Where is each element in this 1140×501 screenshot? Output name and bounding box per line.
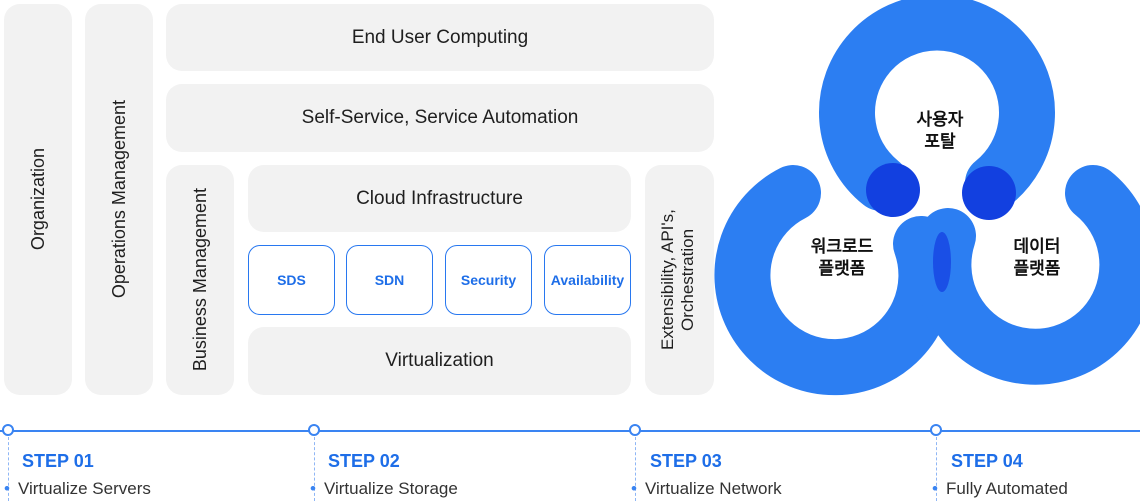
business-management-panel: Business Management [166,165,234,395]
extensibility-label: Extensibility, API's, Orchestration [657,209,697,351]
timeline-tick-1 [8,437,9,501]
timeline-tick-3 [635,437,636,501]
timeline-tick-2 [314,437,315,501]
operations-management-panel: Operations Management [85,4,153,395]
organization-panel: Organization [4,4,72,395]
chip-sds: SDS [248,245,335,315]
bullet-icon: • [631,479,637,498]
step-3-title: STEP 03 [650,451,722,471]
bullet-icon: • [310,479,316,498]
timeline-dot-3 [629,424,641,436]
venn-overlap-top-right [962,166,1016,220]
end-user-computing-label: End User Computing [351,26,529,48]
step-1-title: STEP 01 [22,451,94,471]
timeline-tick-4 [936,437,937,501]
cloud-infrastructure-label: Cloud Infrastructure [356,187,523,209]
self-service-label: Self-Service, Service Automation [301,107,579,128]
end-user-computing-panel: End User Computing [166,4,714,71]
venn-overlap-bottom [933,232,951,292]
step-4-title: STEP 04 [951,451,1023,471]
chip-security: Security [445,245,532,315]
venn-ring-top [819,0,1055,211]
venn-ring-left [714,165,955,396]
cloud-infrastructure-panel: Cloud Infrastructure [248,165,631,232]
bullet-icon: • [4,479,10,498]
chip-availability: Availability [544,245,631,315]
timeline-line [0,430,1140,432]
chip-sdn: SDN [346,245,433,315]
extensibility-panel: Extensibility, API's, Orchestration [645,165,714,395]
venn-label-right: 데이터 플랫폼 [1013,237,1061,278]
organization-label: Organization [27,148,48,251]
step-3-desc: •Virtualize Network [631,479,782,498]
venn-overlap-top-left [866,163,920,217]
venn-label-left: 워크로드 플랫폼 [810,237,874,278]
step-2-desc: •Virtualize Storage [310,479,458,498]
step-4-desc: •Fully Automated [932,479,1068,498]
virtualization-label: Virtualization [385,350,494,371]
venn-label-top: 사용자 포탈 [916,110,964,151]
step-2-title: STEP 02 [328,451,400,471]
operations-management-label: Operations Management [108,100,129,299]
virtualization-panel: Virtualization [248,327,631,395]
self-service-panel: Self-Service, Service Automation [166,84,714,152]
timeline-dot-1 [2,424,14,436]
step-1-desc: •Virtualize Servers [4,479,151,498]
bullet-icon: • [932,479,938,498]
timeline-dot-4 [930,424,942,436]
business-management-label: Business Management [189,188,210,372]
timeline-dot-2 [308,424,320,436]
